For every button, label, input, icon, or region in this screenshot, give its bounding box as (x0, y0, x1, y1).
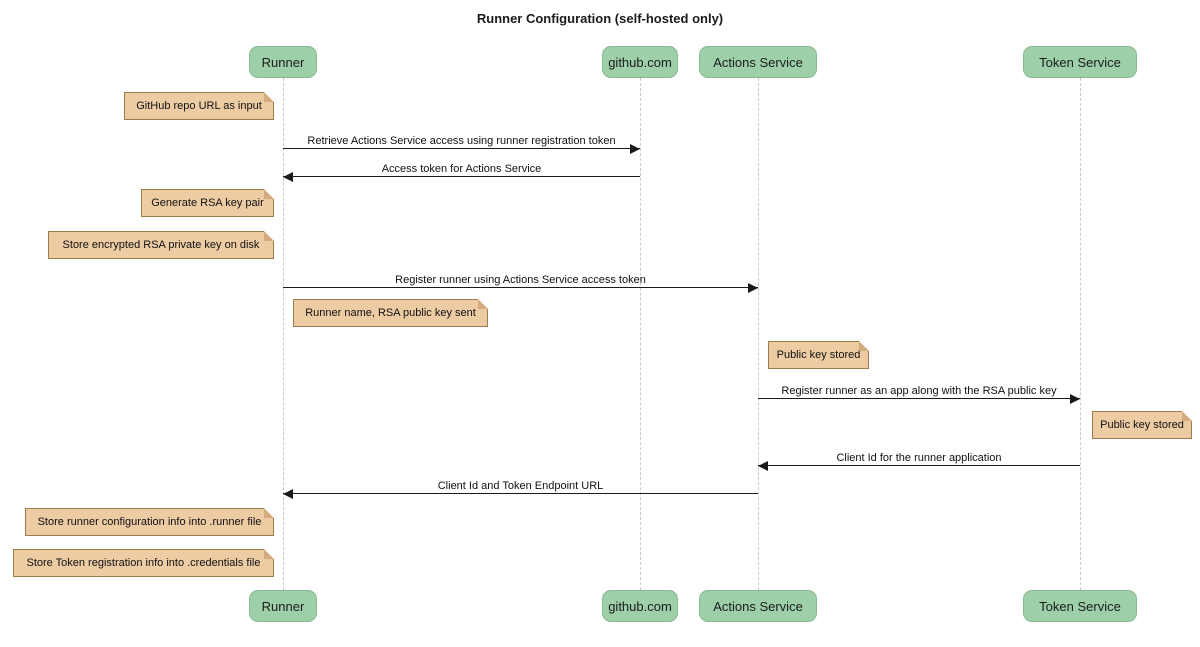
message-4: Register runner as an app along with the… (758, 385, 1080, 404)
message-6: Client Id and Token Endpoint URL (283, 480, 758, 499)
arrowhead-right-icon (1070, 394, 1080, 404)
arrowhead-left-icon (283, 172, 293, 182)
note-8: Store Token registration info into .cred… (13, 549, 274, 577)
note-7: Store runner configuration info into .ru… (25, 508, 274, 536)
lifeline-token-service (1079, 78, 1081, 590)
actor-github-bottom: github.com (602, 590, 678, 622)
message-3-label: Register runner using Actions Service ac… (395, 274, 646, 286)
lifeline-actions-service (757, 78, 759, 590)
note-4: Runner name, RSA public key sent (293, 299, 488, 327)
message-1: Retrieve Actions Service access using ru… (283, 135, 640, 154)
actor-runner-top: Runner (249, 46, 317, 78)
actor-token-service-top: Token Service (1023, 46, 1137, 78)
actor-actions-service-bottom: Actions Service (699, 590, 817, 622)
note-1: GitHub repo URL as input (124, 92, 274, 120)
message-4-label: Register runner as an app along with the… (781, 385, 1057, 397)
lifeline-runner (282, 78, 284, 590)
arrowhead-left-icon (758, 461, 768, 471)
message-3: Register runner using Actions Service ac… (283, 274, 758, 293)
note-6: Public key stored (1092, 411, 1192, 439)
arrowhead-right-icon (748, 283, 758, 293)
diagram-title: Runner Configuration (self-hosted only) (476, 11, 724, 26)
arrowhead-left-icon (283, 489, 293, 499)
message-5: Client Id for the runner application (758, 452, 1080, 471)
message-5-label: Client Id for the runner application (836, 452, 1002, 464)
note-3: Store encrypted RSA private key on disk (48, 231, 274, 259)
actor-github-top: github.com (602, 46, 678, 78)
note-5: Public key stored (768, 341, 869, 369)
message-2: Access token for Actions Service (283, 163, 640, 182)
actor-actions-service-top: Actions Service (699, 46, 817, 78)
actor-token-service-bottom: Token Service (1023, 590, 1137, 622)
actor-runner-bottom: Runner (249, 590, 317, 622)
message-2-label: Access token for Actions Service (381, 163, 542, 175)
note-2: Generate RSA key pair (141, 189, 274, 217)
arrowhead-right-icon (630, 144, 640, 154)
lifeline-github (639, 78, 641, 590)
message-6-label: Client Id and Token Endpoint URL (437, 480, 604, 492)
message-1-label: Retrieve Actions Service access using ru… (307, 135, 616, 147)
